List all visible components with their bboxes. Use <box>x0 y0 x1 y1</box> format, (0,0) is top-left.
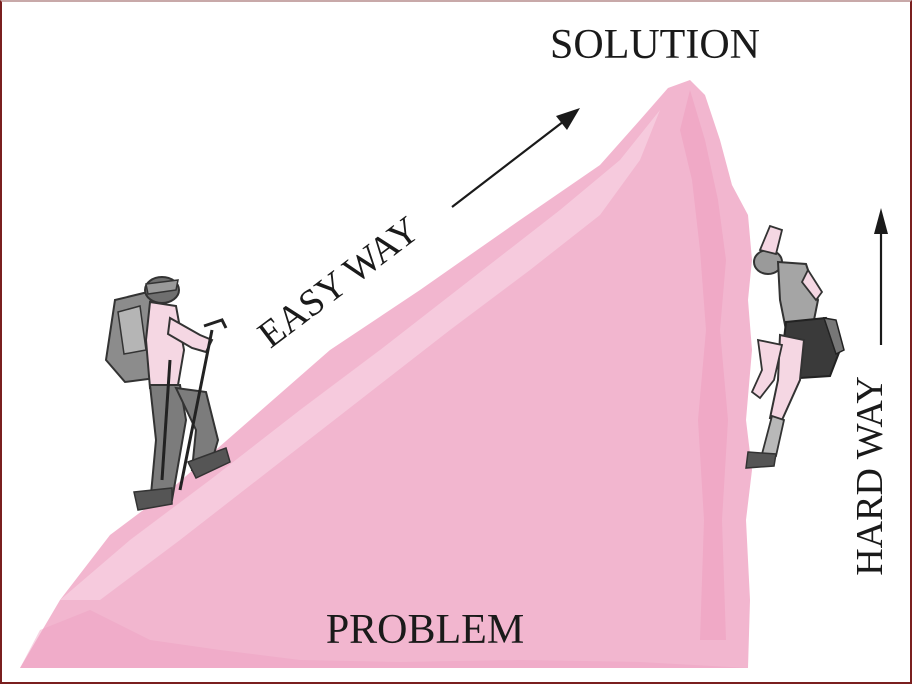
problem-label: PROBLEM <box>326 607 524 653</box>
hard-way-arrow <box>874 208 888 345</box>
hard-way-label: HARD WAY <box>849 376 891 576</box>
solution-label: SOLUTION <box>550 22 760 68</box>
climber-figure <box>746 226 844 468</box>
